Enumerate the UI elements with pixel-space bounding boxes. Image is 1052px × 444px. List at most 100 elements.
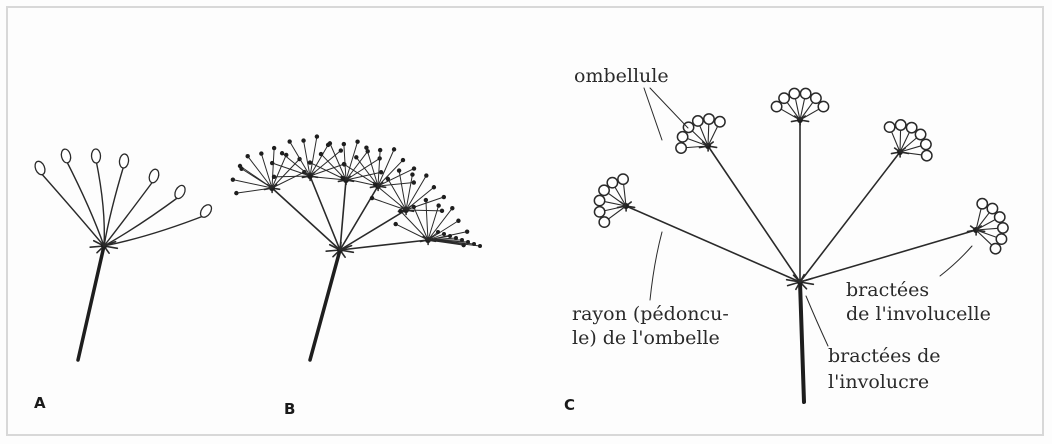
flower-b (401, 158, 405, 162)
flower-b (287, 139, 291, 143)
bud-a (173, 184, 187, 201)
flower-b (280, 151, 284, 155)
flower-b (308, 160, 312, 164)
panel-c-labeled-compound-umbel (594, 88, 1008, 402)
secondary-ray-b (426, 200, 428, 240)
secondary-ray-b (330, 143, 346, 180)
main-stem-a (78, 246, 104, 360)
secondary-ray-b (396, 224, 428, 240)
pedicel-c (900, 152, 922, 155)
flower-c (599, 217, 609, 227)
label-ombellule: ombellule (574, 65, 669, 87)
pedicel-c (781, 109, 800, 120)
flower-b (354, 155, 358, 159)
flower-b (436, 203, 440, 207)
flower-b (272, 146, 276, 150)
flower-c (895, 120, 905, 130)
flower-b (432, 185, 436, 189)
flower-b (393, 222, 397, 226)
flower-b (319, 152, 323, 156)
flower-b (373, 182, 377, 186)
secondary-ray-b (272, 148, 274, 188)
primary-ray-b (340, 186, 378, 250)
flower-b (364, 146, 368, 150)
flower-b (238, 164, 242, 168)
flower-b (465, 229, 469, 233)
flower-b (448, 234, 452, 238)
primary-ray-c (800, 152, 900, 282)
ray-a (96, 160, 104, 246)
flower-b (328, 141, 332, 145)
leader-ombellule (644, 88, 662, 140)
flower-c (884, 122, 894, 132)
umbellet-top (771, 88, 828, 125)
ray-a (40, 172, 104, 246)
flower-b (412, 205, 416, 209)
secondary-ray-b (321, 154, 346, 180)
flower-b (234, 191, 238, 195)
flower-c (811, 93, 821, 103)
flower-b (272, 175, 276, 179)
pedicel-c (900, 130, 901, 152)
flower-b (456, 219, 460, 223)
label-rayon-line2: le) de l'ombelle (572, 327, 720, 349)
secondary-ray-b (375, 185, 406, 210)
flower-c (922, 150, 932, 160)
flower-b (397, 168, 401, 172)
bud-a (33, 160, 47, 176)
secondary-ray-b (272, 172, 304, 188)
flower-c (921, 139, 931, 149)
flower-b (270, 161, 274, 165)
flower-c (818, 101, 828, 111)
umbellet-left (594, 174, 634, 227)
flower-b (454, 236, 458, 240)
flower-b (436, 230, 440, 234)
primary-ray-b (340, 180, 346, 250)
label-involucelle-line2: de l'involucelle (846, 303, 991, 325)
flower-c (995, 212, 1005, 222)
label-involucre-line2: l'involucre (828, 371, 929, 393)
flower-b (440, 209, 444, 213)
flower-c (715, 117, 725, 127)
secondary-ray-b (372, 198, 406, 210)
flower-b (450, 206, 454, 210)
flower-b (410, 172, 414, 176)
panel-label-a: A (34, 394, 46, 412)
flower-c (998, 223, 1008, 233)
flower-c (771, 101, 781, 111)
label-involucre-line1: bractées de (828, 345, 941, 367)
primary-ray-c (800, 230, 976, 282)
flower-b (379, 170, 383, 174)
flower-c (594, 207, 604, 217)
secondary-ray-b (272, 155, 286, 188)
pedicel-c (800, 109, 819, 120)
pedicel-c (708, 124, 709, 146)
flower-b (301, 138, 305, 142)
bud-a (60, 148, 72, 164)
flower-b (412, 180, 416, 184)
flower-b (442, 232, 446, 236)
leader-involucre (806, 296, 828, 346)
flower-b (245, 154, 249, 158)
secondary-ray-b (406, 187, 434, 210)
secondary-ray-b (310, 151, 341, 176)
umbellet-right (967, 199, 1008, 254)
flower-c (996, 234, 1006, 244)
flower-b (342, 142, 346, 146)
flower-c (677, 132, 687, 142)
flower-b (442, 195, 446, 199)
flower-b (386, 177, 390, 181)
label-rayon-line1: rayon (pédoncu- (572, 303, 729, 325)
secondary-ray-b (400, 211, 428, 240)
flower-b (355, 140, 359, 144)
panel-b-compound-umbel-side (231, 134, 482, 360)
bud-a (148, 168, 161, 184)
flower-b (378, 148, 382, 152)
flower-b (341, 176, 345, 180)
flower-c (789, 88, 799, 98)
panel-a-young-umbel (33, 148, 214, 360)
secondary-ray-b (272, 159, 300, 188)
ray-a (104, 215, 206, 246)
bud-a (91, 149, 101, 163)
